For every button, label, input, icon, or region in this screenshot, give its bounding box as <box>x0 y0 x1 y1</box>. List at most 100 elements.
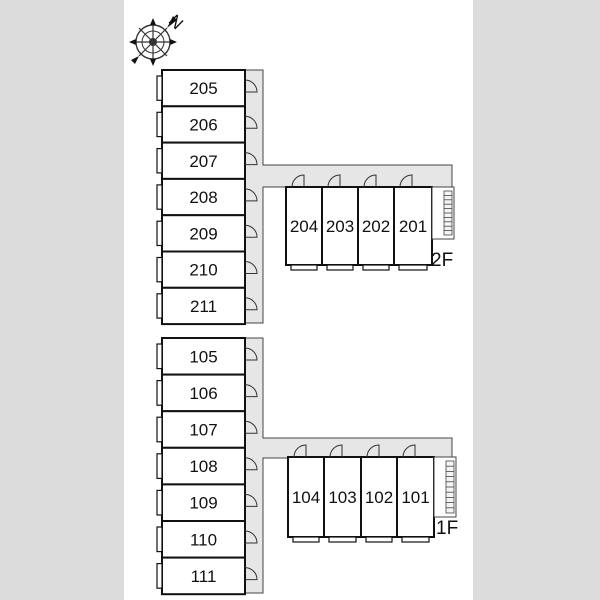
door-swing <box>244 567 258 581</box>
staircase-icon <box>431 186 455 240</box>
unit-number: 109 <box>189 494 217 513</box>
unit-outline <box>161 286 246 326</box>
door-swing <box>244 347 258 361</box>
balcony <box>156 75 163 101</box>
door-swing <box>327 174 341 188</box>
unit-109: 109 <box>156 483 258 522</box>
balcony <box>156 343 163 370</box>
door-swing <box>244 261 258 274</box>
door-swing <box>244 188 258 202</box>
unit-211: 211 <box>156 286 258 326</box>
unit-number: 208 <box>189 188 217 207</box>
unit-number: 203 <box>326 217 354 236</box>
door-swing <box>244 79 258 93</box>
unit-number: 211 <box>190 297 217 316</box>
door-swing <box>329 444 343 458</box>
balcony <box>156 416 163 443</box>
unit-204: 204 <box>285 174 323 271</box>
unit-number: 110 <box>190 530 217 549</box>
balcony <box>156 184 163 210</box>
door-swing <box>244 457 258 471</box>
unit-206: 206 <box>156 105 258 144</box>
balcony <box>156 453 163 479</box>
unit-203: 203 <box>321 174 359 271</box>
balcony <box>156 293 163 319</box>
balcony <box>326 264 354 271</box>
door-swing <box>244 297 258 311</box>
unit-number: 201 <box>399 217 427 236</box>
balcony <box>398 264 428 271</box>
unit-number: 207 <box>189 152 217 171</box>
unit-105: 105 <box>156 337 258 376</box>
unit-number: 106 <box>189 384 217 403</box>
balcony <box>290 264 318 271</box>
unit-103: 103 <box>323 444 362 543</box>
unit-number: 209 <box>189 224 217 243</box>
unit-110: 110 <box>156 520 258 559</box>
balcony <box>401 536 430 543</box>
unit-number: 108 <box>189 457 217 476</box>
unit-number: 107 <box>189 421 217 440</box>
unit-outline <box>161 105 246 144</box>
unit-111: 111 <box>156 556 258 596</box>
unit-210: 210 <box>156 250 258 289</box>
unit-number: 205 <box>189 79 217 98</box>
balcony <box>362 264 390 271</box>
balcony <box>156 220 163 247</box>
door-swing <box>244 115 258 129</box>
unit-207: 207 <box>156 141 258 180</box>
door-swing <box>399 174 413 188</box>
balcony <box>156 526 163 553</box>
balcony <box>328 536 357 543</box>
unit-outline <box>161 177 246 217</box>
door-swing <box>293 444 307 458</box>
unit-208: 208 <box>156 177 258 217</box>
unit-209: 209 <box>156 214 258 253</box>
door-swing <box>244 420 258 434</box>
balcony <box>365 536 393 543</box>
unit-104: 104 <box>287 444 325 543</box>
door-swing <box>244 530 258 544</box>
door-swing <box>402 444 416 458</box>
unit-number: 102 <box>365 488 393 507</box>
door-swing <box>363 174 377 188</box>
unit-number: 202 <box>362 217 390 236</box>
door-swing <box>244 384 258 398</box>
unit-102: 102 <box>360 444 398 543</box>
door-swing <box>244 493 258 507</box>
door-swing <box>291 174 305 188</box>
unit-201: 201 <box>393 174 433 271</box>
unit-number: 204 <box>290 217 318 236</box>
unit-101: 101 <box>396 444 435 543</box>
unit-202: 202 <box>357 174 395 271</box>
unit-outline <box>161 556 246 596</box>
unit-number: 111 <box>191 567 217 586</box>
unit-number: 101 <box>401 488 429 507</box>
floor-label: 1F <box>436 518 458 539</box>
unit-205: 205 <box>156 69 258 108</box>
unit-106: 106 <box>156 373 258 413</box>
north-arrow-icon <box>129 16 177 66</box>
balcony <box>156 380 163 406</box>
unit-number: 210 <box>189 261 217 280</box>
unit-outline <box>161 141 246 180</box>
unit-outline <box>161 214 246 253</box>
balcony <box>156 489 163 516</box>
balcony <box>156 148 163 174</box>
unit-number: 104 <box>292 488 320 507</box>
balcony <box>156 562 163 589</box>
floor-label: 2F <box>431 250 453 271</box>
unit-outline <box>161 250 246 289</box>
balcony <box>292 536 320 543</box>
unit-108: 108 <box>156 446 258 486</box>
door-swing <box>244 152 258 166</box>
unit-outline <box>161 483 246 522</box>
balcony <box>156 111 163 138</box>
unit-number: 105 <box>189 347 217 366</box>
unit-107: 107 <box>156 410 258 449</box>
balcony <box>156 256 163 283</box>
door-swing <box>366 444 380 458</box>
